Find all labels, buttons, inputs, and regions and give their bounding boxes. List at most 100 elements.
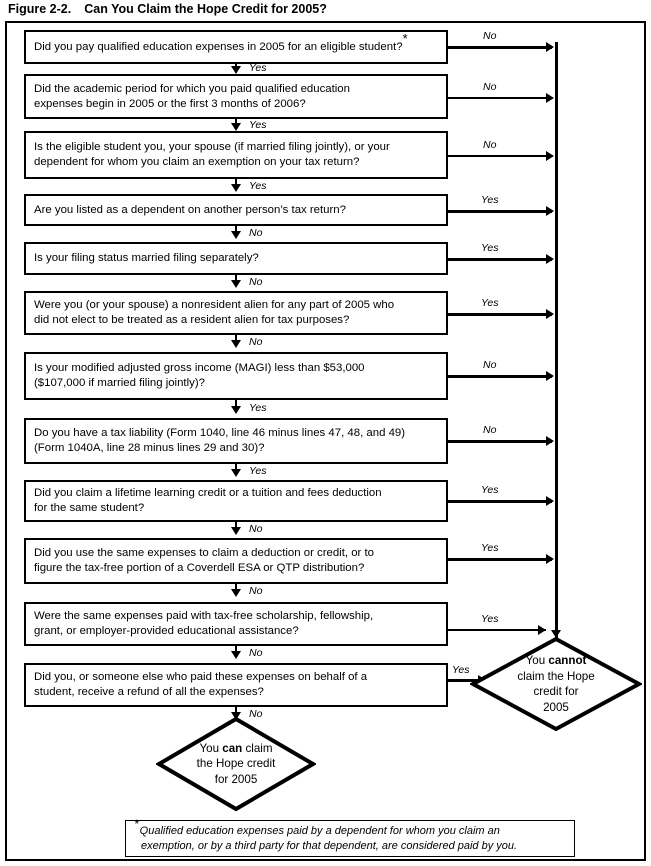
branch-label-q6: Yes: [481, 297, 499, 309]
footnote-box: *Qualified education expenses paid by a …: [125, 817, 575, 857]
branch-line-q1: [448, 46, 552, 49]
down-label-8: Yes: [249, 465, 267, 477]
down-label-2: Yes: [249, 119, 267, 131]
down-arrowhead-icon-6: [231, 340, 241, 348]
question-line: for the same student?: [34, 502, 145, 514]
question-line: Is your filing status married filing sep…: [34, 252, 259, 264]
footnote-marker-icon: *: [134, 817, 139, 832]
down-label-9: No: [249, 523, 263, 535]
branch-label-q7: No: [483, 359, 497, 371]
branch-line-q4: [448, 210, 552, 213]
down-arrowhead-icon-9: [231, 527, 241, 535]
down-arrowhead-icon-11: [231, 651, 241, 659]
branch-arrowhead-icon-q4: [546, 206, 554, 216]
question-line: Is the eligible student you, your spouse…: [34, 141, 390, 153]
question-line: Were the same expenses paid with tax-fre…: [34, 610, 374, 622]
question-line: ($107,000 if married filing jointly)?: [34, 377, 205, 389]
branch-arrowhead-icon-q9: [546, 496, 554, 506]
outcome-diamond-cannot: You cannot claim the Hope credit for 200…: [470, 636, 642, 732]
question-box-q1: Did you pay qualified education expenses…: [24, 30, 448, 64]
branch-line-q9: [448, 500, 552, 503]
down-line-12: [235, 707, 237, 715]
branch-label-q10: Yes: [481, 542, 499, 554]
down-label-7: Yes: [249, 402, 267, 414]
down-arrowhead-icon-10: [231, 589, 241, 597]
question-line: Did you use the same expenses to claim a…: [34, 547, 375, 559]
down-line-11: [235, 646, 237, 652]
question-box-q12: Did you, or someone else who paid these …: [24, 663, 448, 707]
footnote-marker-icon: *: [402, 30, 408, 46]
branch-line-q2: [448, 97, 552, 99]
down-line-7: [235, 400, 237, 406]
branch-label-q5: Yes: [481, 242, 499, 254]
question-box-q7: Is your modified adjusted gross income (…: [24, 352, 448, 400]
question-line: Is your modified adjusted gross income (…: [34, 362, 365, 374]
branch-arrowhead-icon-q2: [546, 93, 554, 103]
down-line-6: [235, 335, 237, 341]
branch-arrowhead-icon-q6: [546, 309, 554, 319]
question-line: Did you, or someone else who paid these …: [34, 671, 368, 683]
down-arrowhead-icon-12: [231, 712, 241, 720]
branch-label-q2: No: [483, 81, 497, 93]
down-arrowhead-icon-2: [231, 123, 241, 131]
branch-arrowhead-icon-q7: [546, 371, 554, 381]
question-line: dependent for whom you claim an exemptio…: [34, 156, 360, 168]
down-label-12: No: [249, 708, 263, 720]
down-arrowhead-icon-3: [231, 184, 241, 192]
branch-label-q3: No: [483, 139, 497, 151]
down-line-3: [235, 179, 237, 185]
branch-arrowhead-icon-q10: [546, 554, 554, 564]
down-label-4: No: [249, 227, 263, 239]
down-label-3: Yes: [249, 180, 267, 192]
branch-line-q7: [448, 375, 552, 378]
question-line: Did you pay qualified education expenses…: [34, 30, 408, 53]
down-line-8: [235, 464, 237, 470]
question-line: Did the academic period for which you pa…: [34, 82, 350, 95]
question-line: (Form 1040A, line 28 minus lines 29 and …: [34, 442, 265, 454]
branch-line-q3: [448, 155, 552, 157]
down-label-5: No: [249, 276, 263, 288]
branch-line-q11: [448, 629, 546, 631]
down-line-5: [235, 275, 237, 281]
down-arrowhead-icon-1: [231, 66, 241, 74]
question-line: figure the tax-free portion of a Coverde…: [34, 562, 365, 574]
down-line-9: [235, 522, 237, 528]
question-line: grant, or employer-provided educational …: [34, 625, 299, 637]
branch-line-q6: [448, 313, 552, 316]
question-box-q10: Did you use the same expenses to claim a…: [24, 538, 448, 584]
chart-border: [5, 21, 646, 861]
footnote-line-2: exemption, or by a third party for that …: [141, 839, 518, 852]
branch-arrowhead-icon-q5: [546, 254, 554, 264]
down-label-6: No: [249, 336, 263, 348]
figure-title: Can You Claim the Hope Credit for 2005?: [84, 2, 327, 16]
down-arrowhead-icon-5: [231, 280, 241, 288]
question-box-q8: Do you have a tax liability (Form 1040, …: [24, 418, 448, 464]
outcome-diamond-can: You can claim the Hope credit for 2005: [156, 716, 316, 812]
down-line-10: [235, 584, 237, 590]
question-box-q5: Is your filing status married filing sep…: [24, 242, 448, 275]
question-line: Did you claim a lifetime learning credit…: [34, 487, 382, 499]
down-line-2: [235, 119, 237, 125]
figure-number: Figure 2-2.: [8, 2, 72, 16]
branch-line-q10: [448, 558, 552, 561]
down-arrowhead-icon-8: [231, 469, 241, 477]
branch-label-q12: Yes: [452, 664, 470, 676]
question-box-q4: Are you listed as a dependent on another…: [24, 194, 448, 226]
branch-label-q4: Yes: [481, 194, 499, 206]
down-line-4: [235, 226, 237, 232]
down-label-11: No: [249, 647, 263, 659]
down-arrowhead-icon-7: [231, 406, 241, 414]
question-box-q9: Did you claim a lifetime learning credit…: [24, 480, 448, 522]
question-line: Do you have a tax liability (Form 1040, …: [34, 427, 406, 439]
branch-label-q1: No: [483, 30, 497, 42]
branch-arrowhead-icon-q3: [546, 151, 554, 161]
question-box-q6: Were you (or your spouse) a nonresident …: [24, 291, 448, 335]
footnote-line-1: *Qualified education expenses paid by a …: [134, 817, 500, 837]
question-line: Are you listed as a dependent on another…: [34, 203, 346, 216]
down-label-10: No: [249, 585, 263, 597]
branch-label-q9: Yes: [481, 484, 499, 496]
question-line: Were you (or your spouse) a nonresident …: [34, 299, 395, 311]
branch-arrowhead-icon-q11: [538, 625, 546, 635]
branch-line-q8: [448, 440, 552, 443]
